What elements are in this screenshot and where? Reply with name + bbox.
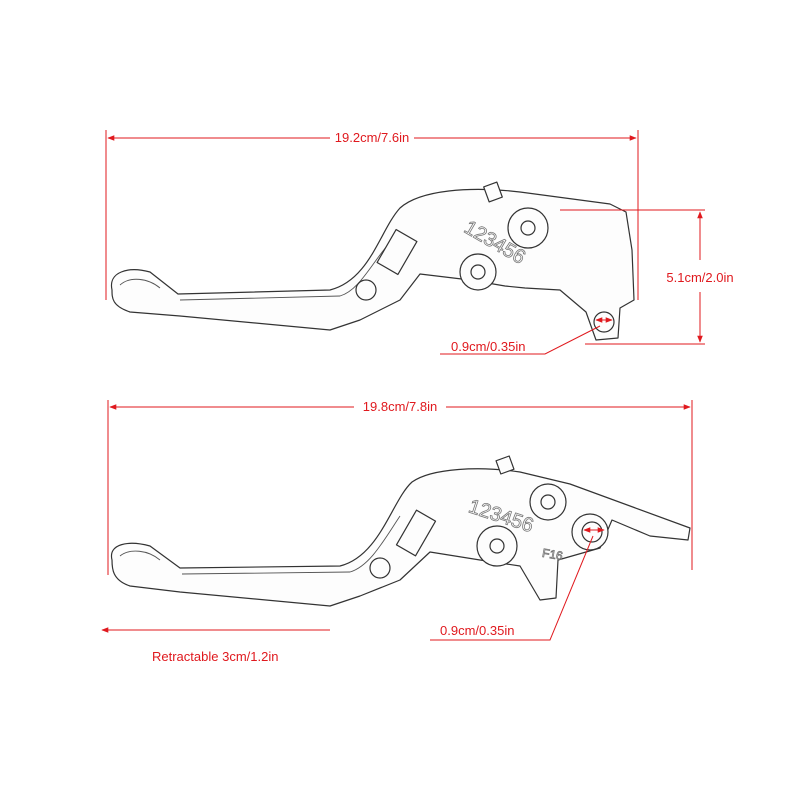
model-mark: F16 — [541, 546, 564, 563]
bottom-lever: 123456 F16 — [110, 455, 691, 607]
top-hole-label: 0.9cm/0.35in — [451, 339, 525, 354]
bottom-dimensions: 19.8cm/7.8in 0.9cm/0.35in Retractable 3c… — [101, 399, 693, 664]
top-length-label: 19.2cm/7.6in — [335, 130, 409, 145]
bottom-length-label: 19.8cm/7.8in — [363, 399, 437, 414]
top-lever: 123456 — [110, 181, 635, 341]
bottom-hole-label: 0.9cm/0.35in — [440, 623, 514, 638]
retract-label: Retractable 3cm/1.2in — [152, 649, 278, 664]
top-height-label: 5.1cm/2.0in — [666, 270, 733, 285]
top-dimensions: 19.2cm/7.6in 5.1cm/2.0in 0.9cm/0.35in — [105, 130, 734, 355]
